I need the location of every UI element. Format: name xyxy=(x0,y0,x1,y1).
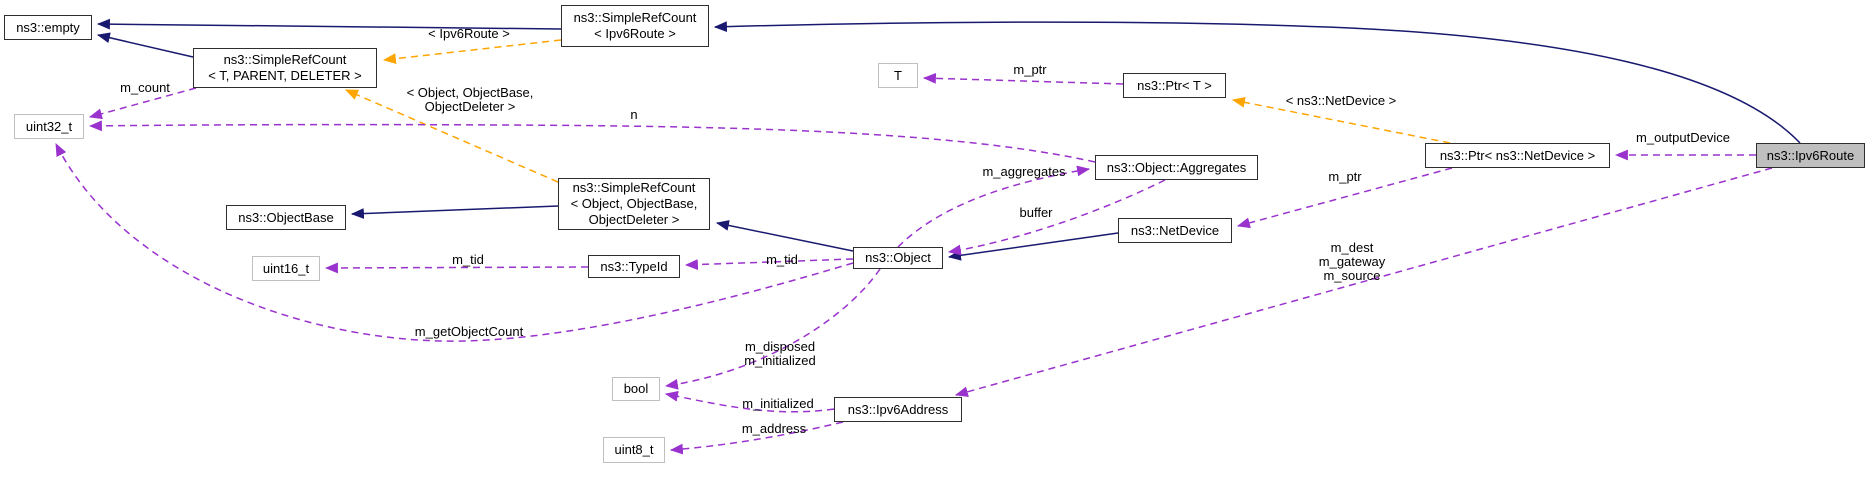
edge-label-line: < Object, ObjectBase, xyxy=(406,85,534,100)
node-bool: bool xyxy=(612,377,660,401)
edge-label-line: m_count xyxy=(120,80,170,95)
node-uint8-t: uint8_t xyxy=(603,437,665,463)
node-label: ns3::SimpleRefCount xyxy=(573,10,697,25)
node-label: ns3::SimpleRefCount xyxy=(223,52,347,67)
edge-label-line: m_tid xyxy=(452,252,484,267)
node-label: ns3::Ptr< T > xyxy=(1137,77,1212,93)
edge-object-to-bool xyxy=(664,268,881,390)
node-label: ns3::NetDevice xyxy=(1130,222,1220,238)
edge-src_tpd-to-uint32_t xyxy=(88,87,197,120)
node-ns3-typeid[interactable]: ns3::TypeId xyxy=(588,255,680,278)
node-label: ns3::Ptr< ns3::NetDevice > xyxy=(1439,147,1596,163)
node-ns3-simplerefcount-object-objectbase-objectdeleter[interactable]: ns3::SimpleRefCount< Object, ObjectBase,… xyxy=(558,178,710,230)
node-ns3-ipv6route: ns3::Ipv6Route xyxy=(1756,143,1865,168)
node-label: < T, PARENT, DELETER > xyxy=(208,68,362,83)
edge-ptr_netdevice-to-netdevice xyxy=(1236,167,1453,229)
edge-src_ipv6route-to-src_tpd xyxy=(382,39,562,65)
edge-label-m-address: m_address xyxy=(742,422,806,436)
node-ns3-ptr-ns3-netdevice[interactable]: ns3::Ptr< ns3::NetDevice > xyxy=(1425,143,1610,168)
edge-src_ipv6route-to-empty xyxy=(96,18,562,30)
edge-label-line: m_ptr xyxy=(1013,62,1047,77)
edge-label-line: m_ptr xyxy=(1328,169,1362,184)
node-label: uint8_t xyxy=(614,442,654,457)
edge-label-line: m_disposed xyxy=(744,339,816,354)
edge-label-object-objectbase-objectdeleter: < Object, ObjectBase,ObjectDeleter > xyxy=(407,86,534,114)
edge-object-to-src_obj xyxy=(715,220,854,252)
edge-ptr_t-to-t xyxy=(922,72,1124,85)
node-ns3-objectbase[interactable]: ns3::ObjectBase xyxy=(226,205,346,230)
edge-label-line: m_outputDevice xyxy=(1636,130,1730,145)
edge-label-m-aggregates: m_aggregates xyxy=(982,165,1065,179)
node-ns3-simplerefcount-ipv6route[interactable]: ns3::SimpleRefCount< Ipv6Route > xyxy=(561,5,709,47)
node-ns3-ptr-t[interactable]: ns3::Ptr< T > xyxy=(1123,73,1226,98)
edge-label-line: m_address xyxy=(741,421,807,436)
edge-label-ns3-netdevice: < ns3::NetDevice > xyxy=(1286,94,1397,108)
node-label: ns3::empty xyxy=(16,19,80,35)
node-label: ns3::Ipv6Address xyxy=(847,401,949,417)
node-uint16-t: uint16_t xyxy=(252,256,320,281)
edge-label-line: m_tid xyxy=(766,252,798,267)
edge-label-line: m_initialized xyxy=(744,353,816,368)
node-label: uint16_t xyxy=(262,260,310,276)
edge-ipv6route-to-ipv6address xyxy=(954,167,1773,398)
edge-label-line: m_getObjectCount xyxy=(414,324,524,339)
edge-label-line: m_gateway xyxy=(1318,254,1386,269)
node-label: ns3::ObjectBase xyxy=(238,209,334,225)
node-ns3-object[interactable]: ns3::Object xyxy=(853,247,943,269)
edge-aggregates-to-object xyxy=(947,179,1166,256)
node-label: ns3::TypeId xyxy=(600,258,668,274)
edge-label-line: m_source xyxy=(1323,268,1381,283)
node-ns3-empty[interactable]: ns3::empty xyxy=(4,15,92,40)
node-label: bool xyxy=(623,381,649,396)
edge-label-ipv6route: < Ipv6Route > xyxy=(428,27,510,41)
node-label: ns3::SimpleRefCount xyxy=(572,180,696,195)
edge-label-line: ObjectDeleter > xyxy=(424,99,516,114)
edge-label-line: buffer xyxy=(1019,205,1053,220)
edge-label-line: n xyxy=(630,107,638,122)
edge-ipv6route-to-src_ipv6route xyxy=(713,21,1801,144)
edge-typeid-to-uint16_t xyxy=(324,262,589,274)
edge-label-m-outputdevice: m_outputDevice xyxy=(1636,131,1730,145)
edge-label-line: < ns3::NetDevice > xyxy=(1285,93,1397,108)
edge-src_tpd-to-empty xyxy=(96,32,194,58)
edge-label-n: n xyxy=(630,108,637,122)
edge-label-m-ptr: m_ptr xyxy=(1013,63,1046,77)
edge-label-line: < Ipv6Route > xyxy=(428,26,510,41)
node-ns3-simplerefcount-t-parent-deleter[interactable]: ns3::SimpleRefCount< T, PARENT, DELETER … xyxy=(193,48,377,88)
edge-label-m-getobjectcount: m_getObjectCount xyxy=(415,325,523,339)
edge-ptr_netdevice-to-ptr_t xyxy=(1231,97,1451,144)
node-label: ObjectDeleter > xyxy=(588,212,680,227)
node-label: ns3::Object::Aggregates xyxy=(1106,159,1247,175)
edge-netdevice-to-object xyxy=(947,232,1119,261)
edge-label-line: m_aggregates xyxy=(982,164,1066,179)
node-label: < Object, ObjectBase, xyxy=(570,196,698,211)
edge-label-m-tid: m_tid xyxy=(766,253,798,267)
node-ns3-netdevice[interactable]: ns3::NetDevice xyxy=(1118,218,1232,243)
edge-label-line: m_dest xyxy=(1330,240,1374,255)
edge-src_obj-to-src_tpd xyxy=(345,89,559,183)
node-ns3-ipv6address[interactable]: ns3::Ipv6Address xyxy=(834,397,962,422)
node-label: ns3::Object xyxy=(865,250,931,265)
edge-src_obj-to-objectbase xyxy=(350,205,559,219)
edge-label-m-tid: m_tid xyxy=(452,253,484,267)
node-t: T xyxy=(878,63,918,88)
node-label: T xyxy=(894,67,902,83)
edge-object-to-typeid xyxy=(684,258,854,270)
edge-object-to-uint32_t xyxy=(55,143,854,342)
node-label: < Ipv6Route > xyxy=(594,26,676,41)
edge-label-m-ptr: m_ptr xyxy=(1328,170,1361,184)
edge-label-buffer: buffer xyxy=(1019,206,1052,220)
node-uint32-t: uint32_t xyxy=(14,114,84,139)
node-label: uint32_t xyxy=(25,118,73,134)
edge-object-to-aggregates xyxy=(897,165,1091,248)
edge-label-m-initialized: m_initialized xyxy=(742,397,814,411)
edge-label-line: m_initialized xyxy=(742,396,814,411)
edge-aggregates-to-uint32_t xyxy=(88,120,1096,163)
node-label: ns3::Ipv6Route xyxy=(1766,147,1855,163)
edge-label-m-count: m_count xyxy=(120,81,170,95)
node-ns3-object-aggregates[interactable]: ns3::Object::Aggregates xyxy=(1095,155,1258,180)
